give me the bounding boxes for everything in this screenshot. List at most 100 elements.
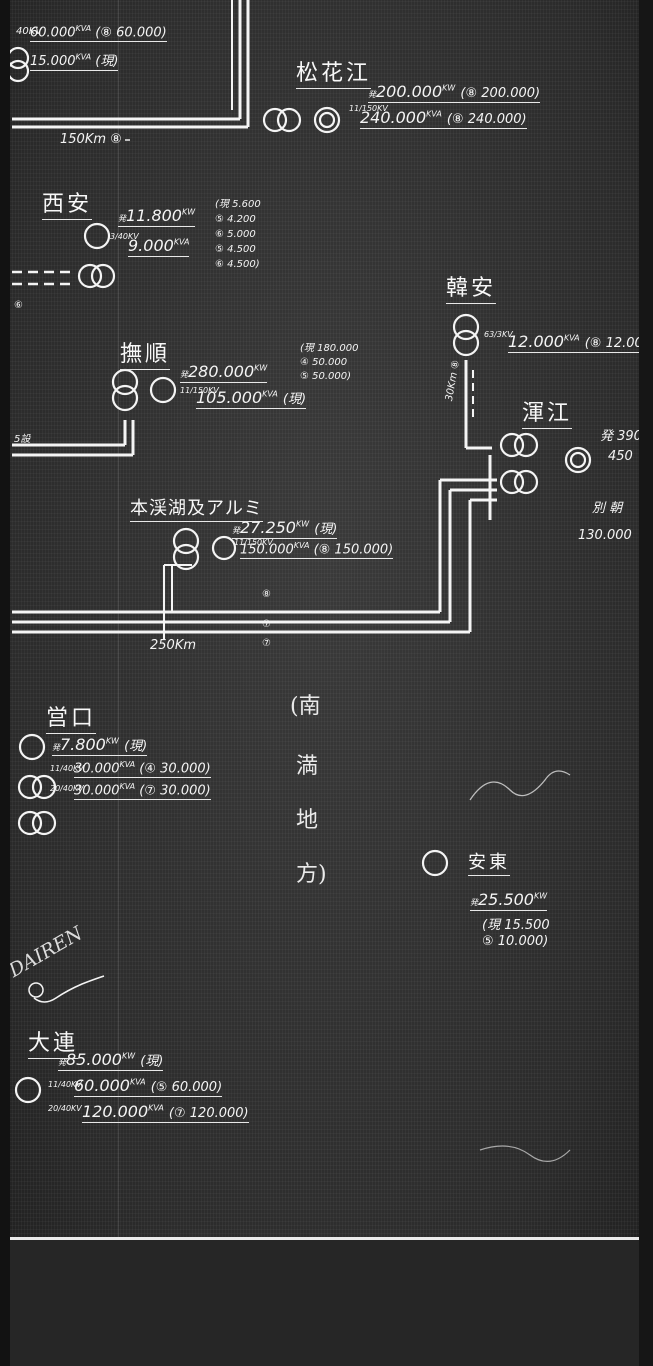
pencil-scribble: [33, 975, 105, 1003]
region-char: 方): [296, 862, 327, 887]
generator-symbol: [18, 733, 46, 761]
fushun-kva: 105.000KVA (現): [196, 388, 307, 409]
xian-list: (現 5.600 ⑤ 4.200 ⑥ 5.000 ⑤ 4.500 ⑥ 4.500…: [215, 199, 261, 270]
paren: (⑧ 60.000): [95, 25, 167, 41]
station-name-songhua: 松花江: [296, 55, 372, 89]
andong-paren: (現 15.500 ⑤ 10.000): [482, 918, 550, 949]
fushun-kv: 11/150KV: [180, 386, 219, 395]
value: 150Km: [60, 132, 107, 147]
generator-symbol: [211, 535, 237, 561]
generator-symbol: [313, 106, 341, 134]
yingkou-line3-kv: 20/40KV: [50, 784, 84, 793]
yingkou-line2: 30.000KVA (④ 30.000): [74, 760, 211, 779]
songhua-kv: 11/150KV: [349, 104, 388, 113]
station-name-xian: 西安: [42, 186, 93, 220]
yingkou-gen: 発7.800KW (現): [52, 735, 148, 756]
xian-gen: 発11.800KW: [118, 206, 196, 227]
pencil-scribble: [479, 1145, 571, 1162]
songhua-gen: 発200.000KW (⑧ 200.000): [368, 82, 541, 103]
lower-margin: [0, 1240, 653, 1366]
transformer-symbol: [513, 469, 539, 495]
benxihu-kv: 11/150KV: [234, 538, 273, 547]
unit: KVA: [75, 24, 92, 33]
yingkou-line3: 30.000KVA (⑦ 30.000): [74, 782, 211, 801]
transformer-symbol: [499, 469, 525, 495]
dalian-line3-kv: 20/40KV: [48, 1104, 82, 1113]
gannan-kv: 63/3KV: [484, 330, 513, 339]
region-char: (南: [290, 694, 321, 719]
generator-symbol: [149, 376, 177, 404]
transformer-symbol: [172, 543, 200, 571]
transformer-symbol: [276, 107, 302, 133]
generator-symbol: [318, 111, 336, 129]
station-name-yingkou: 営口: [46, 700, 97, 734]
gannan-kva: 12.000KVA (⑧ 12.00: [508, 332, 643, 353]
paper-crease: [118, 0, 119, 1366]
generator-symbol: [569, 451, 587, 469]
transformer-symbol: [17, 810, 43, 836]
paren: (現): [95, 54, 119, 69]
transformer-symbol: [262, 107, 288, 133]
transformer-symbol: [513, 432, 539, 458]
trunk-distance: 250Km: [150, 638, 197, 653]
transformer-symbol: [499, 432, 525, 458]
trunk-mark-bottom: ⑦: [262, 638, 271, 649]
transformer-symbol: [31, 810, 57, 836]
generator-symbol: [564, 446, 592, 474]
unit: KVA: [75, 52, 92, 62]
sheet-edge-right: [639, 0, 653, 1366]
andong-gen: 発25.500KW: [470, 890, 548, 911]
pencil-scribble: [469, 770, 571, 801]
station-name-hunjiang: 渾江: [522, 395, 573, 429]
hunjiang-line3: 別 朝: [592, 501, 623, 516]
region-char: 満: [296, 754, 319, 779]
top-left-line1: 60.000KVA (⑧ 60.000): [30, 24, 167, 43]
region-char: 地: [296, 808, 319, 833]
dalian-gen: 発85.000KW (現): [58, 1050, 164, 1071]
top-left-line2: 15.000KVA (現): [30, 50, 119, 71]
trunk-mark-top: ⑧: [262, 589, 271, 600]
benxihu-kva: 150.000KVA (⑧ 150.000): [240, 541, 394, 560]
transformer-symbol: [452, 313, 480, 341]
generator-symbol: [421, 849, 449, 877]
transformer-symbol: [90, 263, 116, 289]
hunjiang-line2: 450: [608, 449, 633, 464]
benxihu-gen: 発27.250KW (現): [232, 518, 338, 539]
transformer-symbol: [77, 263, 103, 289]
sheet-edge-left: [0, 0, 10, 1366]
top-left-kv: 40KV: [16, 26, 43, 37]
xian-kv: 3/40KV: [110, 232, 139, 241]
station-name-fushun: 撫順: [120, 336, 171, 370]
yingkou-line2-kv: 11/40KV: [50, 764, 84, 773]
transformer-symbol: [111, 368, 139, 396]
generator-symbol: [83, 222, 111, 250]
trunk-mark-mid: ⑦: [262, 619, 271, 630]
pencil-scribble: [28, 982, 44, 998]
transformer-symbol: [6, 59, 30, 83]
songhua-kva: 240.000KVA (⑧ 240.000): [360, 108, 527, 129]
dalian-line2: 60.000KVA (⑤ 60.000): [74, 1076, 223, 1097]
xian-kva: 9.000KVA: [128, 236, 190, 257]
station-name-gannan: 韓安: [446, 270, 497, 304]
dalian-line2-kv: 11/40KV: [48, 1080, 82, 1089]
transformer-symbol: [31, 774, 57, 800]
transformer-symbol: [111, 384, 139, 412]
station-name-andong: 安東: [468, 848, 510, 876]
top-left-distance: 150Km ⑧: [60, 132, 122, 147]
transformer-symbol: [452, 329, 480, 357]
station-name-benxihu: 本渓湖及アルミ: [130, 494, 263, 522]
hunjiang-line1: 発 390: [600, 429, 642, 444]
transformer-symbol: [172, 527, 200, 555]
border-line: [0, 1237, 640, 1240]
station-name-dalian: 大連: [28, 1025, 79, 1059]
generator-symbol: [14, 1076, 42, 1104]
transformer-symbol: [17, 774, 43, 800]
mark: ⑧: [110, 132, 122, 147]
fushun-gen: 発280.000KW: [180, 362, 268, 383]
fushun-left-note: 5設: [14, 434, 31, 445]
value: 60.000: [30, 25, 76, 41]
dalian-line3: 120.000KVA (⑦ 120.000): [82, 1102, 249, 1123]
fushun-list: (現 180.000 ④ 50.000 ⑤ 50.000): [300, 343, 359, 382]
